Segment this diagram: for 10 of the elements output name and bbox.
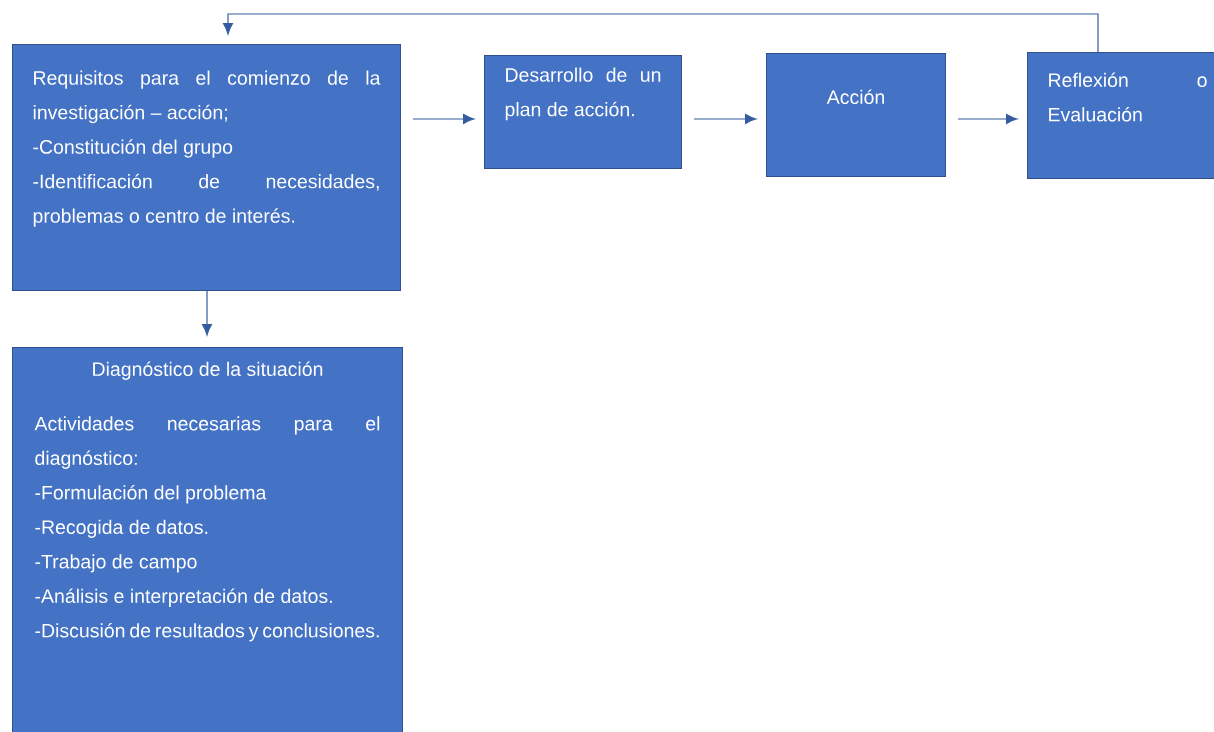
process-box: Diagnóstico de la situación Actividades necesarias para el diagnóstico: -Formulación del problema -Recogida de datos. -Trabajo de campo -Análisis e interpretación de datos. -Discusión de resultados y conclusiones. (12, 347, 403, 732)
arrow (202, 290, 212, 336)
arrow (412, 114, 475, 124)
process-box: Reflexión o Evaluación (1027, 52, 1214, 179)
process-box: Requisitos para el comienzo de la investigación – acción; -Constitución del grupo -Identificación de necesidades, problemas o centro de interés. (12, 44, 401, 291)
process-box: Desarrollo de un plan de acción. (484, 55, 682, 169)
arrow (223, 13, 1099, 53)
arrow (957, 114, 1018, 124)
process-box: Acción (766, 53, 946, 177)
arrow (693, 114, 757, 124)
